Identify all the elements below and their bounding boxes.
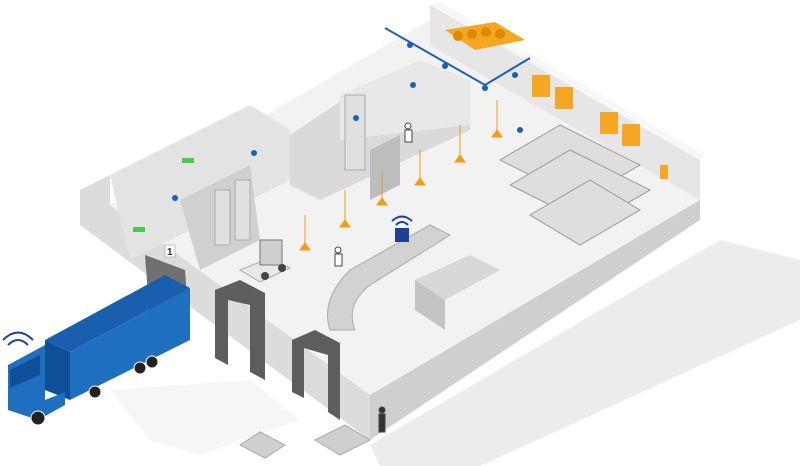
storage-racks — [498, 124, 652, 246]
truck-trailer-front — [70, 288, 190, 400]
delivery-truck — [8, 275, 190, 426]
truck-wheels — [30, 355, 159, 426]
truck-trailer-top — [45, 275, 190, 352]
sensor-icon — [172, 42, 523, 201]
exhaust-fan-icon — [445, 22, 668, 179]
cold-room-wall — [340, 60, 470, 140]
ground-shadow — [370, 240, 800, 466]
wifi-icon — [2, 215, 413, 346]
truck-cab — [8, 345, 65, 420]
worker-figure — [334, 122, 413, 433]
truck-trailer-side — [45, 340, 70, 400]
yard-area — [110, 380, 300, 455]
conveyor-belt — [327, 224, 452, 331]
cold-room-door — [370, 135, 400, 200]
hanging-lamp-icon — [299, 100, 503, 251]
back-left-wall — [110, 105, 290, 260]
forklift — [238, 239, 292, 283]
front-outer-wall — [370, 200, 700, 440]
packing-station — [415, 255, 500, 330]
entry-gate-left — [215, 280, 265, 380]
tall-storage-shelves — [214, 94, 366, 246]
entry-gate-right — [292, 330, 340, 420]
truck-windshield — [10, 355, 40, 388]
security-camera-icon — [133, 158, 194, 232]
dock-number: 1 — [167, 247, 173, 258]
entrance-steps — [239, 424, 372, 459]
dock-number-sign — [164, 244, 176, 258]
